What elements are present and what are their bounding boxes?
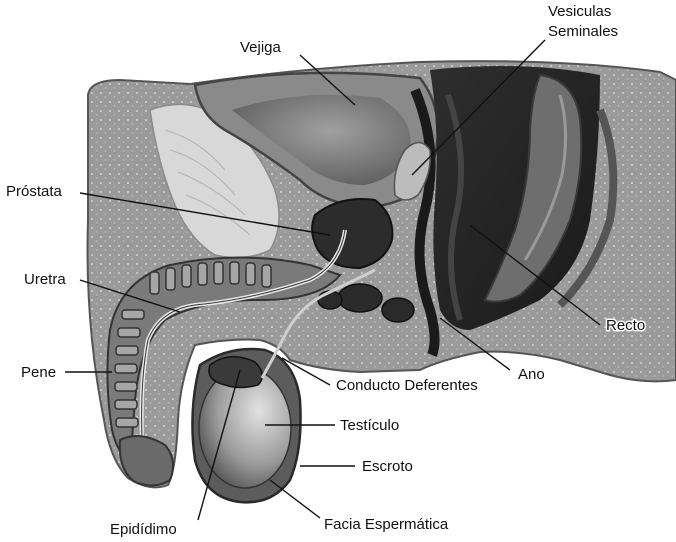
label-ano: Ano [518, 366, 545, 383]
label-vesiculas-line1: Vesiculas [548, 3, 611, 20]
label-facia: Facia Espermática [324, 516, 449, 533]
label-escroto: Escroto [362, 458, 413, 475]
label-vejiga: Vejiga [240, 39, 282, 56]
label-epididimo: Epidídimo [110, 521, 177, 538]
label-prostata: Próstata [6, 183, 63, 200]
label-vesiculas-line2: Seminales [548, 23, 618, 40]
label-testiculo: Testículo [340, 417, 399, 434]
label-conducto: Conducto Deferentes [336, 377, 478, 394]
label-pene: Pene [21, 364, 56, 381]
leader-facia [270, 480, 320, 518]
label-uretra: Uretra [24, 271, 66, 288]
label-recto: Recto [606, 317, 645, 334]
